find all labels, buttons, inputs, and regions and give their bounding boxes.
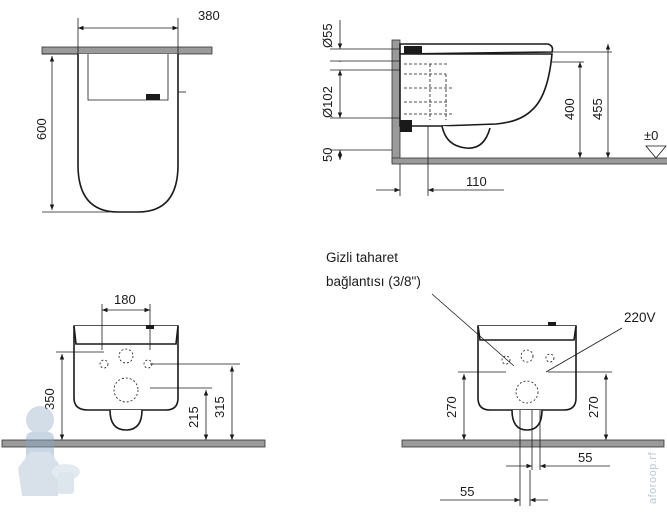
dim-50: 50: [320, 148, 335, 162]
dim-55-bottom: 55: [460, 484, 474, 499]
dim-350: 350: [42, 388, 57, 410]
rear-floor: [401, 439, 665, 448]
dim-215: 215: [186, 406, 201, 428]
side-view: Ø55 Ø102 50 400 455 ±0 110: [320, 20, 667, 196]
lid-front: [73, 325, 179, 345]
front-floor: [1, 439, 266, 448]
dim-270-left: 270: [444, 396, 459, 418]
concealed-connection-note-line1: Gizli taharet: [326, 250, 398, 265]
toilet-lid-side: [399, 43, 554, 55]
dim-400: 400: [562, 98, 577, 120]
level-zero: ±0: [644, 128, 658, 143]
lid-rear: [477, 325, 577, 341]
side-flange: [400, 120, 412, 132]
rear-view: Gizli taharet bağlantısı (3/8") 220V 270…: [326, 250, 665, 506]
dim-270-right: 270: [586, 396, 601, 418]
side-hinge: [404, 46, 422, 54]
dim-d55: Ø55: [320, 23, 335, 48]
wall-slab: [41, 46, 213, 55]
dim-455: 455: [590, 98, 605, 120]
dim-180: 180: [114, 292, 136, 307]
bowl-outlet-side: [441, 125, 491, 149]
toilet-rear-body: [477, 325, 577, 411]
toilet-front-body: [73, 325, 179, 411]
outlet-front: [109, 409, 143, 431]
toilet-outline-top: [77, 54, 179, 213]
dim-600: 600: [34, 118, 49, 140]
toilet-bowl-side: [399, 53, 553, 127]
dim-110: 110: [466, 174, 487, 189]
dim-55-right: 55: [578, 450, 592, 465]
watermark-text: aforoop.rf: [647, 451, 659, 504]
tank-outline: [87, 54, 169, 101]
dim-380: 380: [198, 8, 220, 23]
top-view: 380 600: [34, 8, 220, 213]
side-floor: [391, 157, 667, 165]
connector-block: [146, 94, 160, 100]
plumber-logo: [18, 406, 80, 496]
concealed-connection-note-line2: bağlantısı (3/8"): [326, 274, 421, 289]
dim-d102: Ø102: [320, 86, 335, 118]
front-view: 180 350 215 315: [1, 292, 266, 448]
side-wall: [391, 39, 401, 163]
outlet-rear: [511, 409, 543, 431]
voltage-label: 220V: [624, 310, 656, 325]
dim-315: 315: [212, 396, 227, 418]
